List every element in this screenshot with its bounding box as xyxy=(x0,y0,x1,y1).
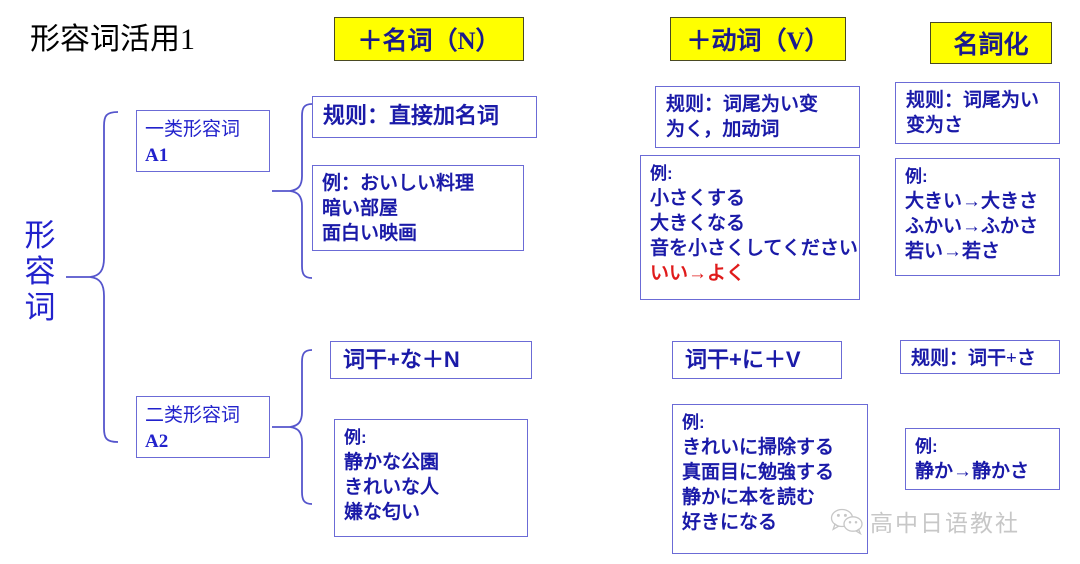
column-header-noun: ＋名词（N） xyxy=(334,17,524,61)
example-line: 大きい→大きさ xyxy=(905,191,1039,212)
example-line: 暗い部屋 xyxy=(322,198,399,219)
example-line: 例: xyxy=(915,437,938,456)
example-line: 静かな公園 xyxy=(344,452,440,473)
watermark: 高中日语教社 xyxy=(830,504,1020,538)
example-line: 例: xyxy=(650,164,673,183)
example-line: きれいな人 xyxy=(344,477,440,498)
example-line: 静か→静かさ xyxy=(915,461,1030,482)
example-line: 若い→若さ xyxy=(905,241,1001,262)
root-brace xyxy=(66,111,119,443)
cell-a2-nominal-rule: 规则：词干+さ xyxy=(900,340,1060,374)
example-line: 音を小さくしてください xyxy=(650,238,858,259)
cell-a1-verb-examples: 例: 小さくする 大きくなる 音を小さくしてください いい→よく xyxy=(640,155,860,300)
cell-a1-nominal-examples: 例: 大きい→大きさ ふかい→ふかさ 若い→若さ xyxy=(895,158,1060,276)
example-line: 好きになる xyxy=(682,512,778,533)
example-line: 嫌な匂い xyxy=(344,502,421,523)
example-line-highlighted: いい→よく xyxy=(650,263,746,284)
cell-a1-verb-rule: 规则：词尾为い变 为く，加动词 xyxy=(655,86,860,148)
category-name-a1: 一类形容词 xyxy=(145,119,241,140)
watermark-text: 高中日语教社 xyxy=(870,511,1020,536)
category-box-a1: 一类形容词 A1 xyxy=(136,110,270,172)
example-line: 例: xyxy=(344,428,367,447)
root-node-label: 形 容 词 xyxy=(24,218,56,325)
cell-a2-verb-form: 词干+に＋V xyxy=(672,341,842,379)
category-name-a2: 二类形容词 xyxy=(145,405,241,426)
example-line: きれいに掃除する xyxy=(682,437,835,458)
example-line: 大きくなる xyxy=(650,213,746,234)
example-line: 小さくする xyxy=(650,188,746,209)
example-line: ふかい→ふかさ xyxy=(905,216,1039,237)
cell-a2-noun-form: 词干+な＋N xyxy=(330,341,532,379)
example-line: 例: xyxy=(682,413,705,432)
column-header-nominalization: 名詞化 xyxy=(930,22,1052,64)
cell-a1-nominal-rule: 规则：词尾为い 变为さ xyxy=(895,82,1060,144)
example-line: 静かに本を読む xyxy=(682,487,816,508)
cell-a2-nominal-examples: 例: 静か→静かさ xyxy=(905,428,1060,490)
example-line: 例: xyxy=(905,167,928,186)
column-header-verb: ＋动词（V） xyxy=(670,17,846,61)
example-line: 面白い映画 xyxy=(322,223,418,244)
category-box-a2: 二类形容词 A2 xyxy=(136,396,270,458)
a1-brace xyxy=(272,103,313,279)
cell-a1-noun-rule: 规则：直接加名词 xyxy=(312,96,537,138)
cell-a2-verb-examples: 例: きれいに掃除する 真面目に勉強する 静かに本を読む 好きになる xyxy=(672,404,868,554)
a2-brace xyxy=(272,349,313,505)
category-code-a1: A1 xyxy=(145,145,169,166)
wechat-icon xyxy=(830,508,863,535)
cell-a2-noun-examples: 例: 静かな公園 きれいな人 嫌な匂い xyxy=(334,419,528,537)
cell-a1-noun-examples: 例：おいしい料理 暗い部屋 面白い映画 xyxy=(312,165,524,251)
example-line: 真面目に勉強する xyxy=(682,462,835,483)
category-code-a2: A2 xyxy=(145,431,169,452)
page-title: 形容词活用1 xyxy=(30,23,195,56)
example-line: 例：おいしい料理 xyxy=(322,173,475,194)
